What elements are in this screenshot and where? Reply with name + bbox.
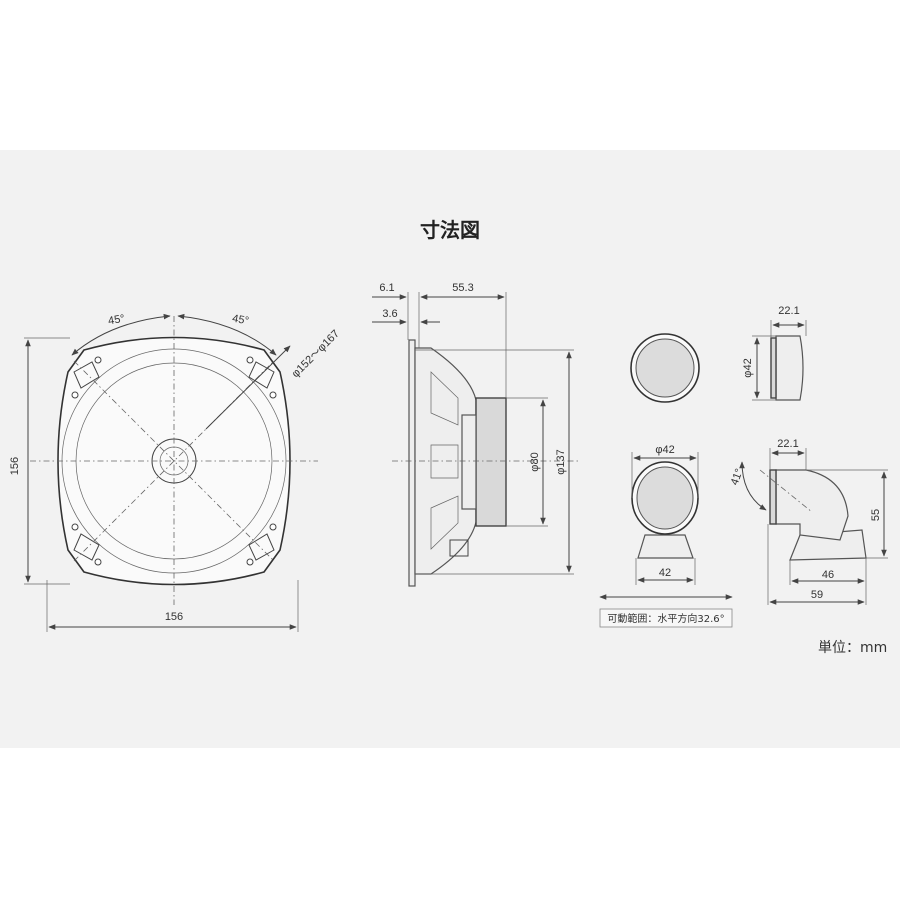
tweeter-face-diameter-label: φ42 (742, 358, 754, 377)
tweeter-angled-view: 22.1 41° 55 46 59 (729, 438, 888, 605)
page-title: 寸法図 (420, 218, 480, 242)
angle-left-label: 45° (107, 313, 125, 328)
mount-diameter-label: φ152～φ167 (290, 328, 342, 380)
dim-flange-label: 3.6 (382, 308, 397, 320)
stand-base-label: 42 (659, 567, 671, 579)
angled-depth-label: 22.1 (777, 438, 798, 450)
magnet-diameter-label: φ80 (529, 452, 541, 471)
woofer-side-view: 6.1 55.3 3.6 φ80 φ137 (372, 282, 580, 587)
angle-right-label: 45° (231, 313, 249, 328)
tilt-angle-label: 41° (729, 467, 746, 487)
tweeter-side-view: 22.1 φ42 (742, 305, 807, 401)
width-label: 156 (165, 611, 183, 623)
base-59-label: 59 (811, 589, 823, 601)
height-label: 156 (9, 457, 21, 475)
base-46-label: 46 (822, 569, 834, 581)
tweeter-depth-label: 22.1 (778, 305, 799, 317)
woofer-front-view: 45° 45° φ152～φ167 156 156 (9, 313, 342, 632)
swivel-range-note: 可動範囲：水平方向32.6° (607, 612, 724, 625)
angled-height-label: 55 (870, 509, 882, 521)
dim-top-label: 6.1 (379, 282, 394, 294)
tweeter-stand-view: φ42 42 可動範囲：水平方向32.6° (599, 444, 733, 628)
tweeter-front-view (630, 333, 700, 403)
stand-diameter-label: φ42 (655, 444, 674, 456)
dim-depth-label: 55.3 (452, 282, 473, 294)
overall-diameter-label: φ137 (555, 449, 567, 475)
unit-label: 単位：mm (818, 640, 888, 656)
